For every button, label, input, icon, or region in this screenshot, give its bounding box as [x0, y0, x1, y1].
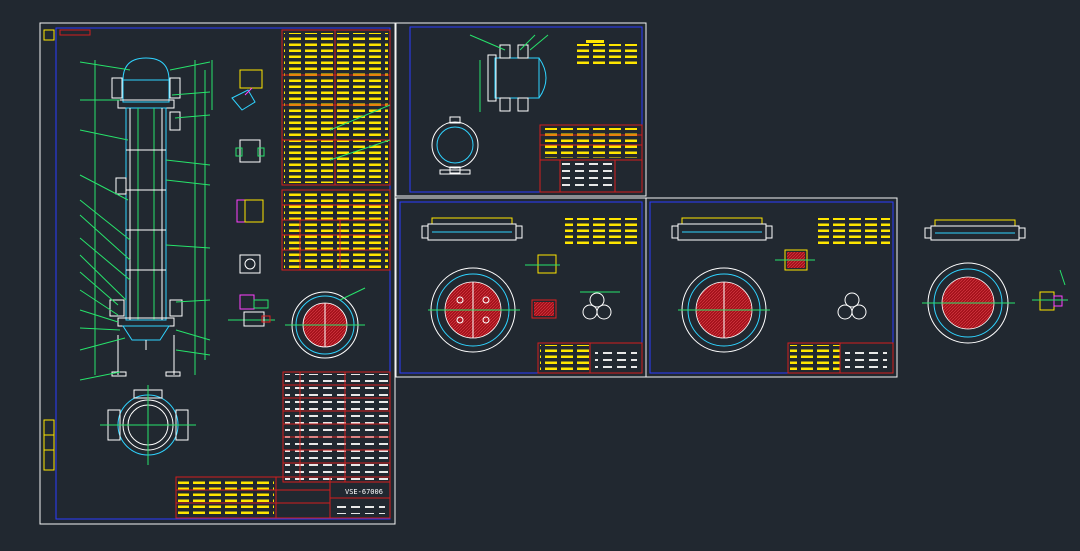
sheet-horizontal-vessel	[395, 22, 647, 197]
technical-notes-table	[281, 29, 391, 186]
title-block: VSE-67006	[175, 476, 391, 519]
sheet-main-border	[39, 22, 396, 525]
notes-sheet2	[576, 40, 638, 66]
detail-a	[525, 254, 560, 319]
detail-views	[228, 69, 275, 327]
parts-list-table	[282, 371, 391, 483]
table-sheet2	[539, 124, 643, 193]
notes-sheet4	[818, 218, 890, 246]
sheet-main: VSE-67006	[39, 22, 396, 525]
table-sheet4	[787, 342, 894, 374]
drawing-number: VSE-67006	[345, 488, 383, 496]
detail-b	[775, 249, 815, 271]
notes-sheet3	[565, 218, 637, 246]
tubesheet-plan-b	[678, 267, 770, 353]
table-sheet3	[537, 342, 643, 374]
leader-lines	[79, 61, 211, 381]
triple-tube-detail-b	[837, 292, 867, 320]
column-plan-view	[100, 385, 196, 465]
channel-elevation-a	[421, 217, 523, 241]
nozzle-table	[281, 189, 391, 271]
horizontal-vessel-elevation	[469, 34, 549, 112]
horizontal-vessel-plan	[431, 116, 479, 175]
margin-strip	[43, 29, 91, 471]
sheet-tubesheet-a	[395, 197, 647, 378]
loose-tubesheet-drawing	[922, 219, 1068, 344]
sheet-tubesheet-b	[645, 197, 898, 378]
tubesheet-section	[285, 287, 366, 359]
channel-elevation-b	[671, 217, 773, 241]
tubesheet-plan-a	[428, 267, 520, 353]
column-vessel-elevation	[94, 57, 213, 377]
triple-tube-detail-a	[580, 291, 620, 320]
sheet-main-frame	[55, 27, 391, 520]
